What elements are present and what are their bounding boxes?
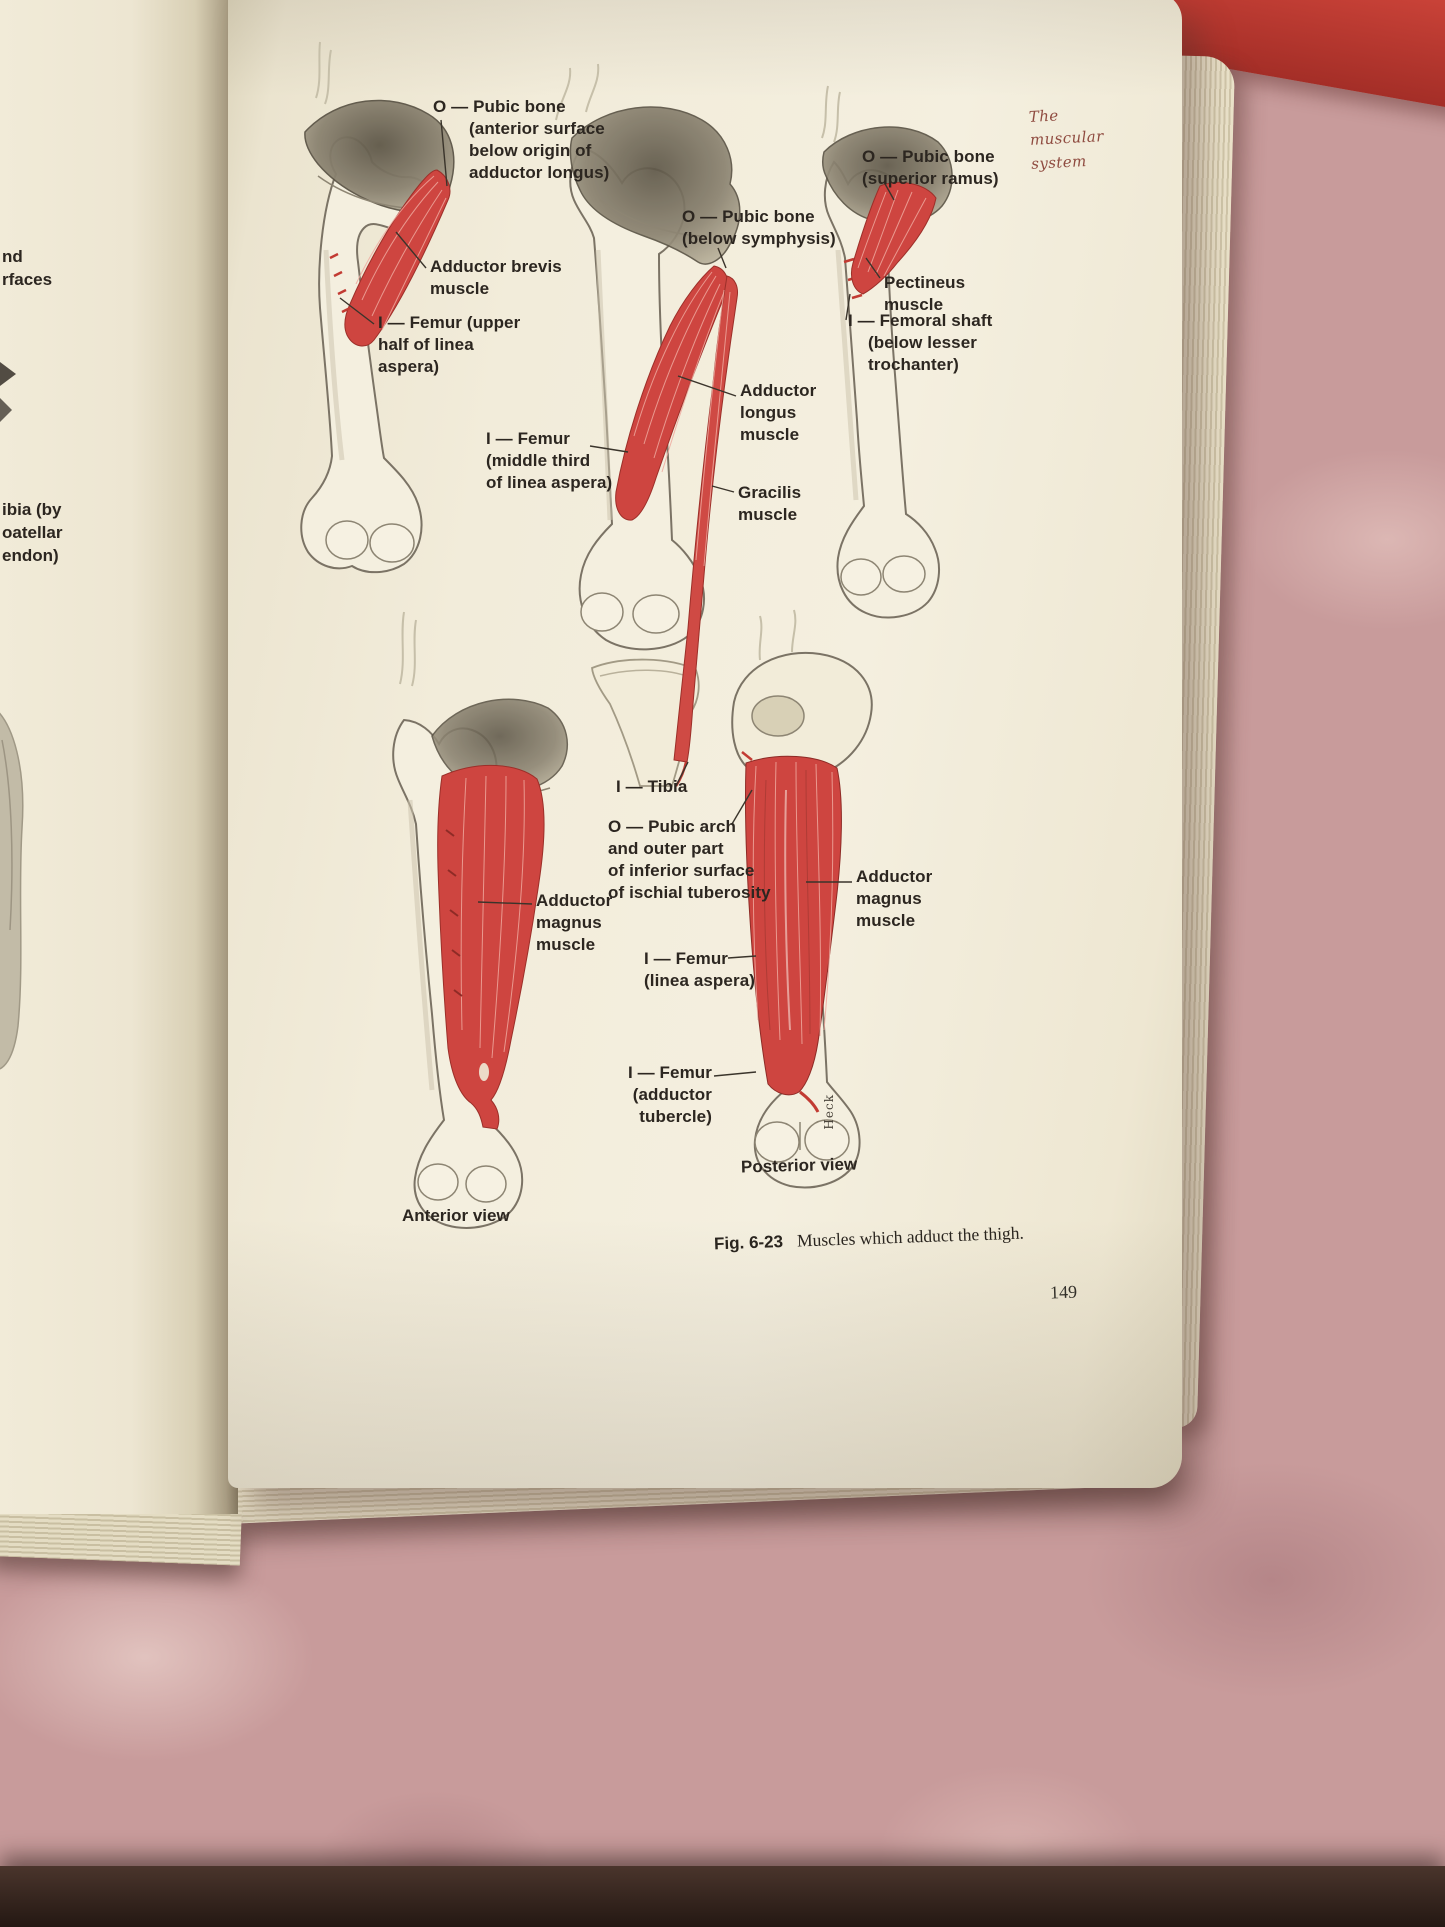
label-adductor-brevis-origin: O — Pubic bone (anterior surface below o… — [433, 97, 610, 183]
page-number: 149 — [1049, 1281, 1078, 1303]
figure-number: Fig. 6-23 — [713, 1232, 784, 1254]
left-page — [0, 0, 238, 1514]
label-pectineus-origin: O — Pubic bone (superior ramus) — [862, 147, 999, 189]
label-adductor-longus-muscle: Adductor longus muscle — [740, 381, 817, 445]
photo-dark-edge — [0, 1866, 1445, 1927]
label-pectineus-muscle: Pectineus muscle — [884, 273, 966, 315]
label-pectineus-insertion: I — Femoral shaft (below lesser trochant… — [848, 311, 993, 375]
label-adductor-magnus-origin: O — Pubic arch and outer part of inferio… — [608, 817, 771, 903]
left-page-fragment: ibia (by — [2, 500, 62, 519]
label-adductor-magnus-insertion-linea: I — Femur (linea aspera) — [644, 949, 756, 991]
left-page-fragment: rfaces — [2, 270, 53, 289]
label-adductor-brevis-muscle: Adductor brevis muscle — [430, 257, 562, 299]
label-adductor-magnus-muscle-posterior: Adductor magnus muscle — [856, 867, 933, 931]
running-head: The muscular system — [1028, 106, 1105, 173]
label-adductor-longus-origin: O — Pubic bone (below symphysis) — [682, 207, 836, 249]
posterior-view-caption: Posterior view — [740, 1154, 858, 1177]
left-page-fragment: oatellar — [2, 523, 63, 542]
label-adductor-magnus-insertion-tubercle: I — Femur (adductor tubercle) — [627, 1063, 712, 1127]
label-adductor-brevis-insertion: I — Femur (upper half of linea aspera) — [378, 313, 521, 377]
label-gracilis-insertion: I — Tibia — [616, 777, 688, 796]
anterior-view-caption: Anterior view — [402, 1206, 510, 1225]
label-adductor-magnus-muscle-anterior: Adductor magnus muscle — [536, 891, 613, 955]
artist-signature: Heck — [822, 1094, 836, 1130]
left-page-fragment: endon) — [2, 546, 59, 565]
label-gracilis-muscle: Gracilis muscle — [738, 483, 802, 525]
label-adductor-longus-insertion: I — Femur (middle third of linea aspera) — [486, 429, 613, 493]
left-page-fragment: nd — [2, 247, 23, 266]
